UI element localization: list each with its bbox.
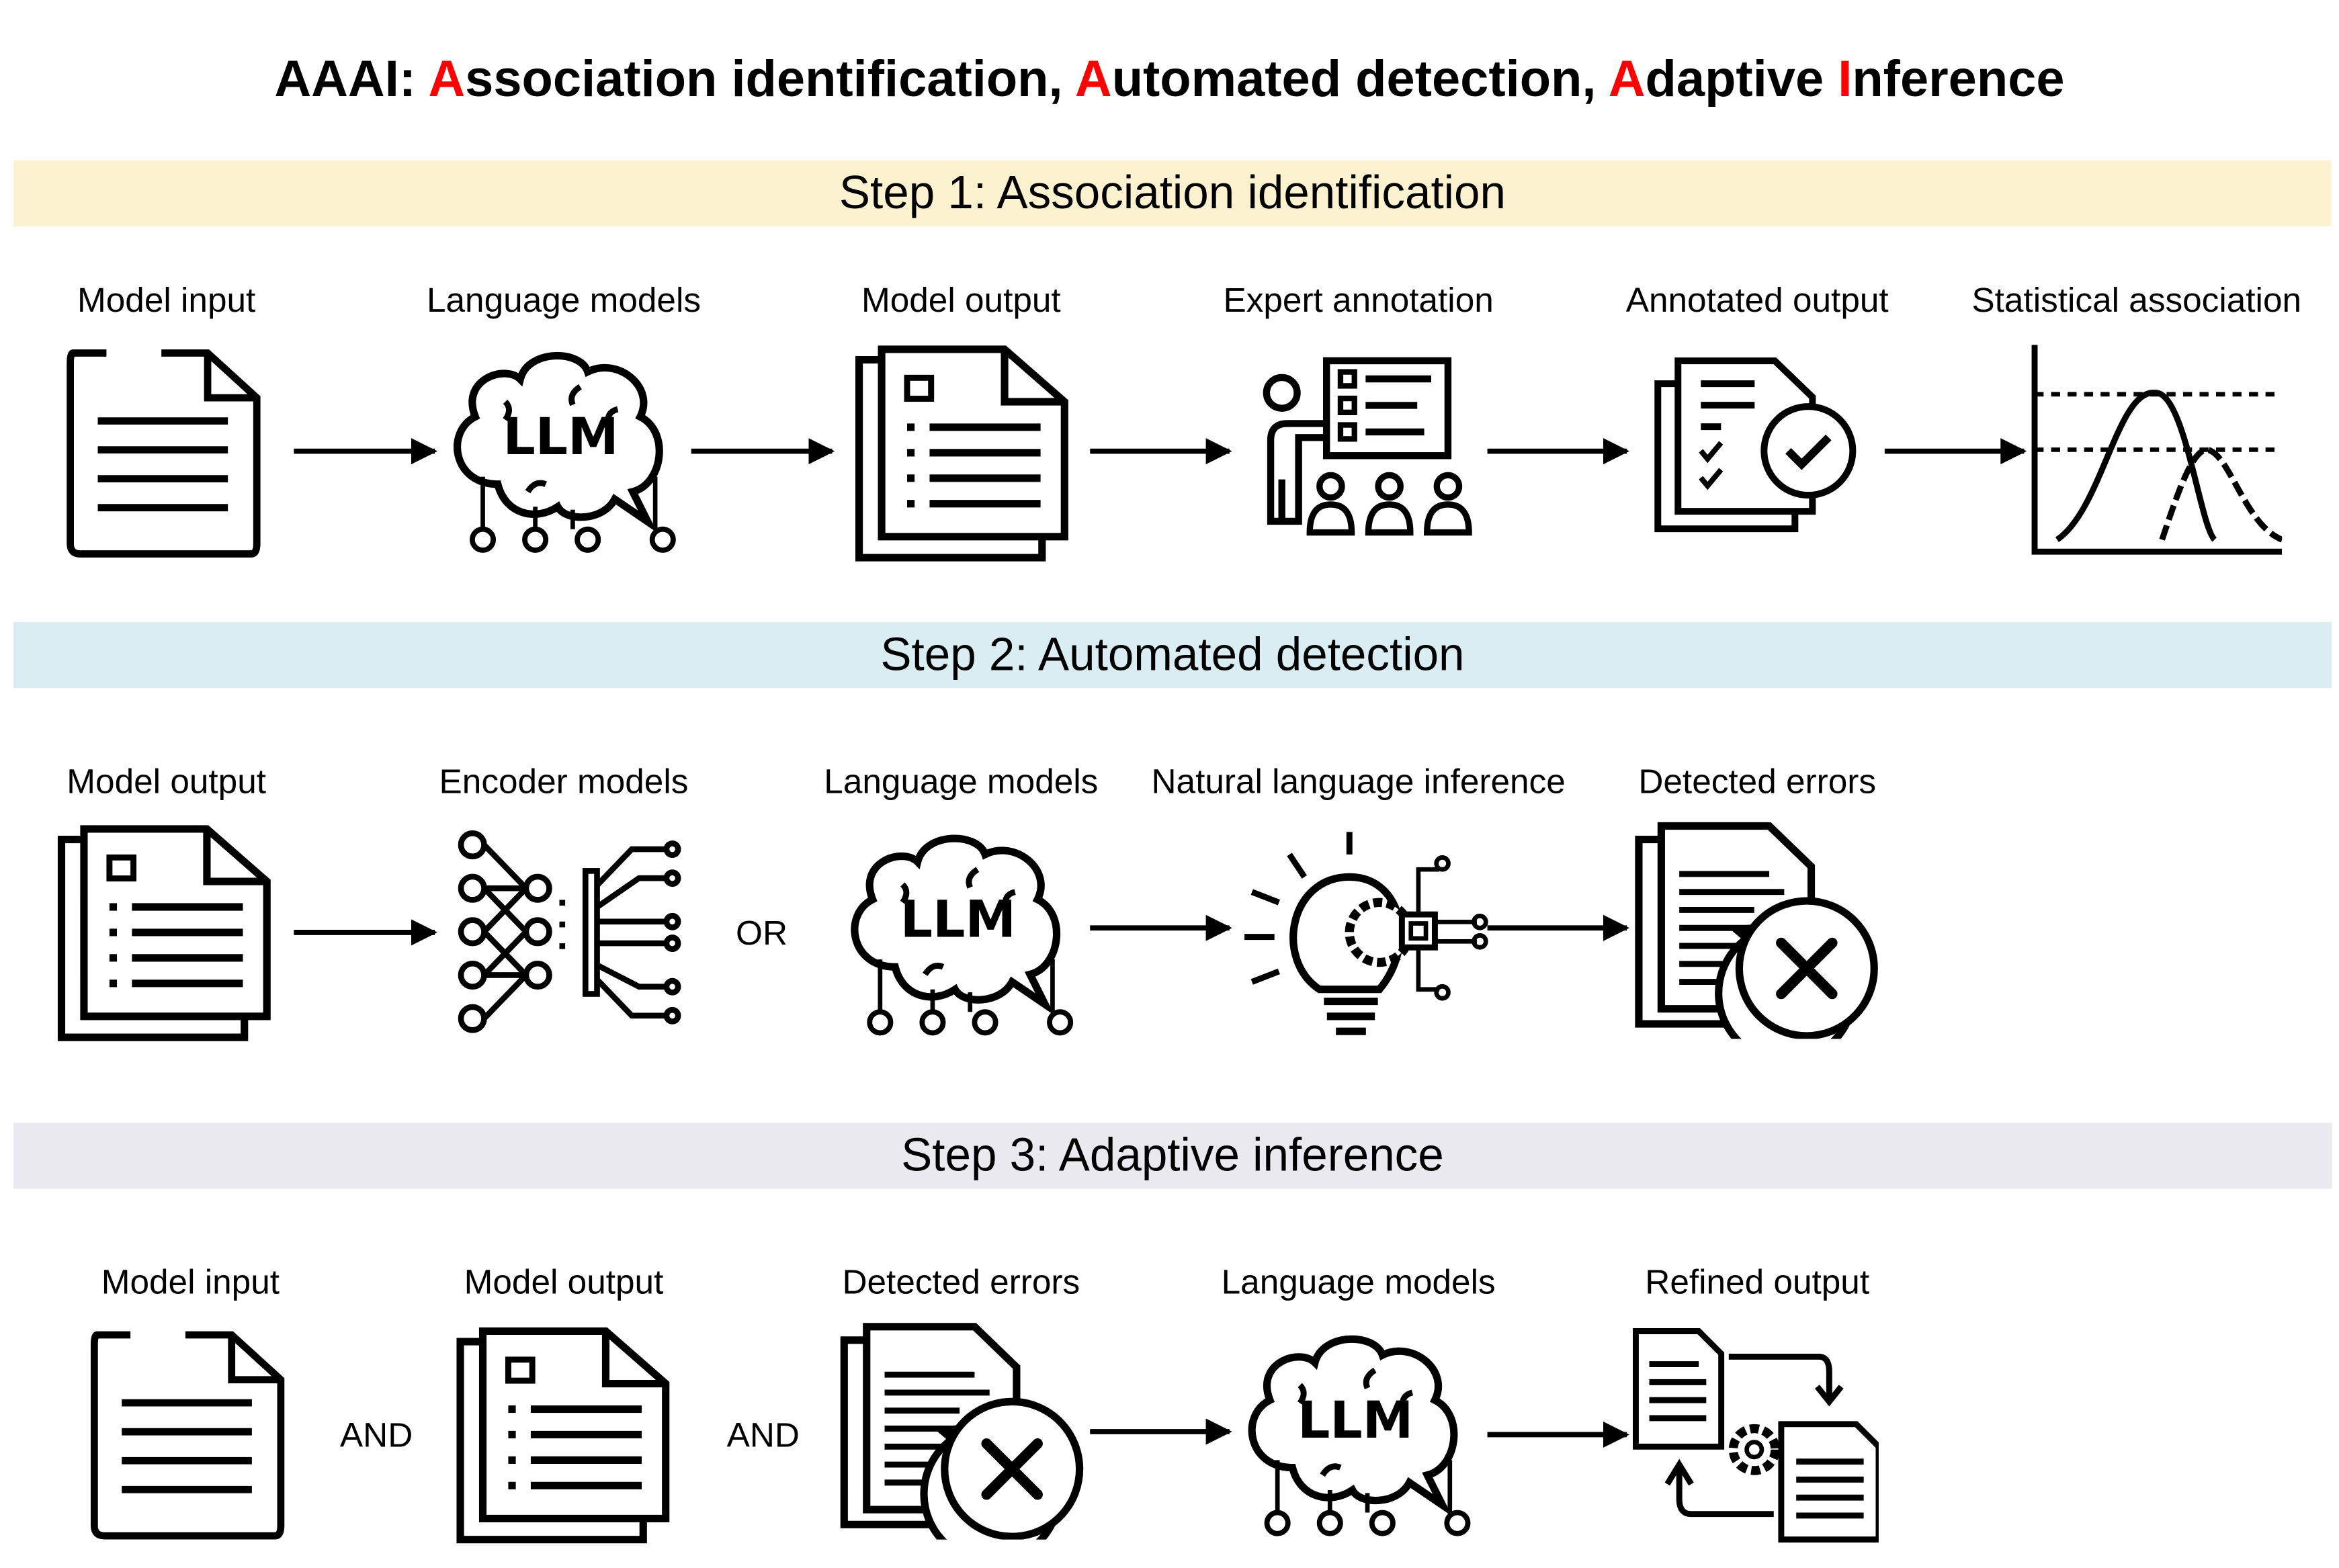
llm-brain-icon: LLM bbox=[438, 342, 685, 560]
step2-label: Model output bbox=[67, 761, 267, 801]
step1-label: Expert annotation bbox=[1223, 280, 1494, 320]
step3-label: Refined output bbox=[1645, 1262, 1870, 1301]
step1-label: Language models bbox=[426, 280, 701, 320]
step2-label: Encoder models bbox=[439, 761, 689, 801]
title-highlight: A bbox=[428, 50, 466, 108]
llm-brain-icon: LLM bbox=[1232, 1325, 1480, 1543]
step2-label: Detected errors bbox=[1638, 761, 1877, 801]
step1-header: Step 1: Association identification bbox=[13, 160, 2332, 226]
llm-text: LLM bbox=[1298, 1391, 1413, 1450]
and-connector: AND bbox=[339, 1415, 413, 1454]
step2-header: Step 2: Automated detection bbox=[13, 622, 2332, 689]
or-connector: OR bbox=[736, 912, 788, 952]
title-highlight: A bbox=[1608, 50, 1646, 108]
title-text: utomated detection, bbox=[1111, 50, 1609, 108]
step1-label: Model input bbox=[77, 280, 256, 320]
llm-brain-icon: LLM bbox=[835, 824, 1082, 1042]
title-text: nference bbox=[1852, 50, 2065, 108]
llm-text: LLM bbox=[503, 407, 618, 466]
step1-label: Statistical association bbox=[1971, 280, 2302, 320]
step3-label: Language models bbox=[1221, 1262, 1496, 1301]
step2-label: Natural language inference bbox=[1151, 761, 1566, 801]
title-highlight: I bbox=[1838, 50, 1853, 108]
and-connector: AND bbox=[726, 1415, 800, 1454]
title-highlight: A bbox=[1074, 50, 1112, 108]
step3-header: Step 3: Adaptive inference bbox=[13, 1123, 2332, 1189]
llm-text: LLM bbox=[900, 890, 1016, 949]
title-prefix: AAAI: bbox=[274, 50, 429, 108]
step2-label: Language models bbox=[824, 761, 1099, 801]
title-text: ssociation identification, bbox=[465, 50, 1075, 108]
title-text: daptive bbox=[1645, 50, 1838, 108]
step1-label: Model output bbox=[861, 280, 1061, 320]
step3-label: Model output bbox=[464, 1262, 664, 1301]
step3-label: Detected errors bbox=[842, 1262, 1080, 1301]
step3-label: Model input bbox=[101, 1262, 280, 1301]
step1-label: Annotated output bbox=[1625, 280, 1889, 320]
diagram-title: AAAI: Association identification, Automa… bbox=[0, 51, 2339, 110]
